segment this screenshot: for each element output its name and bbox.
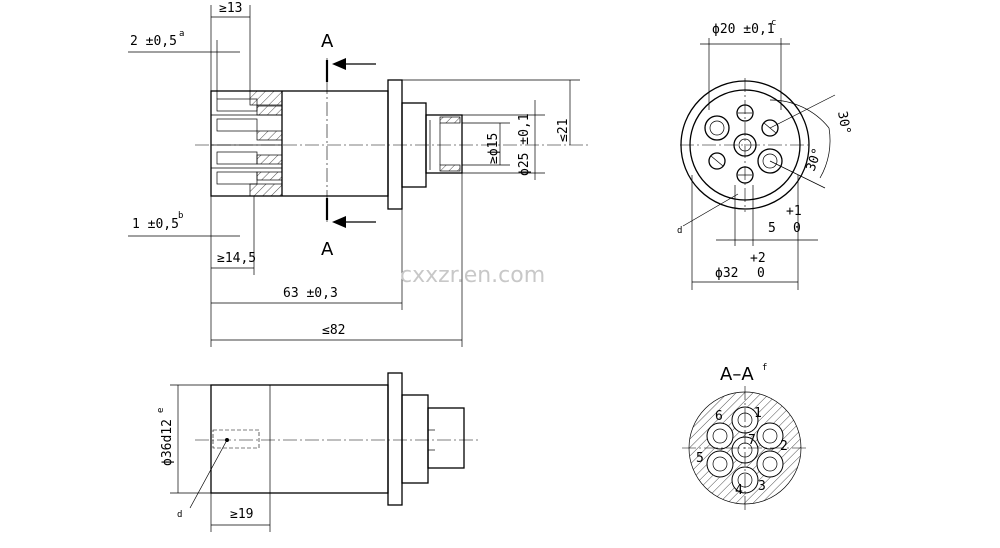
dim-20: ϕ20 ±0,1 xyxy=(712,22,775,37)
section-pin-2 xyxy=(756,422,784,450)
pin-lower-right xyxy=(757,148,783,174)
pin-label-3: 3 xyxy=(758,479,766,494)
bottom-neck xyxy=(401,394,429,484)
sleeve-hatch-bottom xyxy=(249,183,283,197)
flange xyxy=(387,79,403,210)
key-slot xyxy=(212,429,260,449)
dim-13: ≥13 xyxy=(219,1,242,16)
socket-head xyxy=(425,114,463,174)
pin-label-2: 2 xyxy=(780,439,788,454)
dim-25: ϕ25 ±0,1 xyxy=(517,113,532,176)
bottom-head xyxy=(427,407,465,469)
dim-15: ≥ϕ15 xyxy=(486,133,501,164)
end-view: ϕ20 ±0,1 c 30° 30° d +1 5 0 +2 ϕ32 0 xyxy=(677,18,853,290)
dim-19: ≥19 xyxy=(230,507,253,522)
dim-36-note: e xyxy=(156,408,166,413)
dim-5-tol-up: +1 xyxy=(786,204,802,219)
dim-20-note: c xyxy=(771,18,776,28)
dim-5: 5 xyxy=(768,221,776,236)
dim-63: 63 ±0,3 xyxy=(283,286,338,301)
dim-1-note: b xyxy=(178,211,183,221)
bottom-body xyxy=(210,384,389,494)
contacts-section xyxy=(211,91,283,196)
bottom-flange xyxy=(387,372,403,506)
cut-label-top: A xyxy=(321,31,334,52)
dim-5-tol-lo: 0 xyxy=(793,221,801,236)
section-pin-5 xyxy=(706,450,734,478)
dim-32: ϕ32 xyxy=(715,266,738,281)
outer-ring xyxy=(680,80,810,210)
watermark: cxxzr.en.com xyxy=(400,263,545,288)
pin-label-4: 4 xyxy=(735,483,743,498)
pin-label-1: 1 xyxy=(754,406,762,421)
pin-label-6: 6 xyxy=(715,409,723,424)
dim-2-note: a xyxy=(179,29,184,39)
side-view: A A ≥13 2 ±0,5 a 1 ±0,5 b ≥14,5 63 ±0,3 … xyxy=(128,1,590,347)
main-body xyxy=(210,90,389,197)
inner-ring xyxy=(689,89,801,201)
pin-bottom xyxy=(736,166,754,184)
section-title-note: f xyxy=(762,363,767,373)
dim-30-b: 30° xyxy=(804,146,826,173)
note-d-end: d xyxy=(677,226,682,236)
cut-label-bottom: A xyxy=(321,239,334,260)
pin-top xyxy=(736,104,754,122)
section-a-a: A–A f 1 2 3 4 5 6 7 xyxy=(682,363,808,510)
pin-lower-left xyxy=(708,152,726,170)
dim-21: ≤21 xyxy=(556,119,571,142)
note-d-bottom: d xyxy=(177,510,182,520)
cut-arrow-top xyxy=(332,58,346,70)
dim-2: 2 ±0,5 xyxy=(130,34,177,49)
pin-upper-right xyxy=(761,119,779,137)
dim-36: ϕ36d12 xyxy=(160,419,175,466)
bottom-view: d ϕ36d12 e ≥19 xyxy=(156,372,480,532)
dim-14-5: ≥14,5 xyxy=(217,251,256,266)
pin-upper-left xyxy=(704,115,730,141)
dim-82: ≤82 xyxy=(322,323,345,338)
dim-1: 1 ±0,5 xyxy=(132,217,179,232)
cut-arrow-bottom xyxy=(332,216,346,228)
section-title: A–A xyxy=(720,364,754,385)
dim-30-a: 30° xyxy=(834,110,853,136)
dim-32-tol-up: +2 xyxy=(750,251,766,266)
dim-32-tol-lo: 0 xyxy=(757,266,765,281)
sleeve-hatch-top xyxy=(249,90,283,106)
pin-label-5: 5 xyxy=(696,451,704,466)
pin-label-7: 7 xyxy=(748,433,756,448)
section-pin-6 xyxy=(706,422,734,450)
section-pin-3 xyxy=(756,450,784,478)
pin-center xyxy=(733,133,757,157)
